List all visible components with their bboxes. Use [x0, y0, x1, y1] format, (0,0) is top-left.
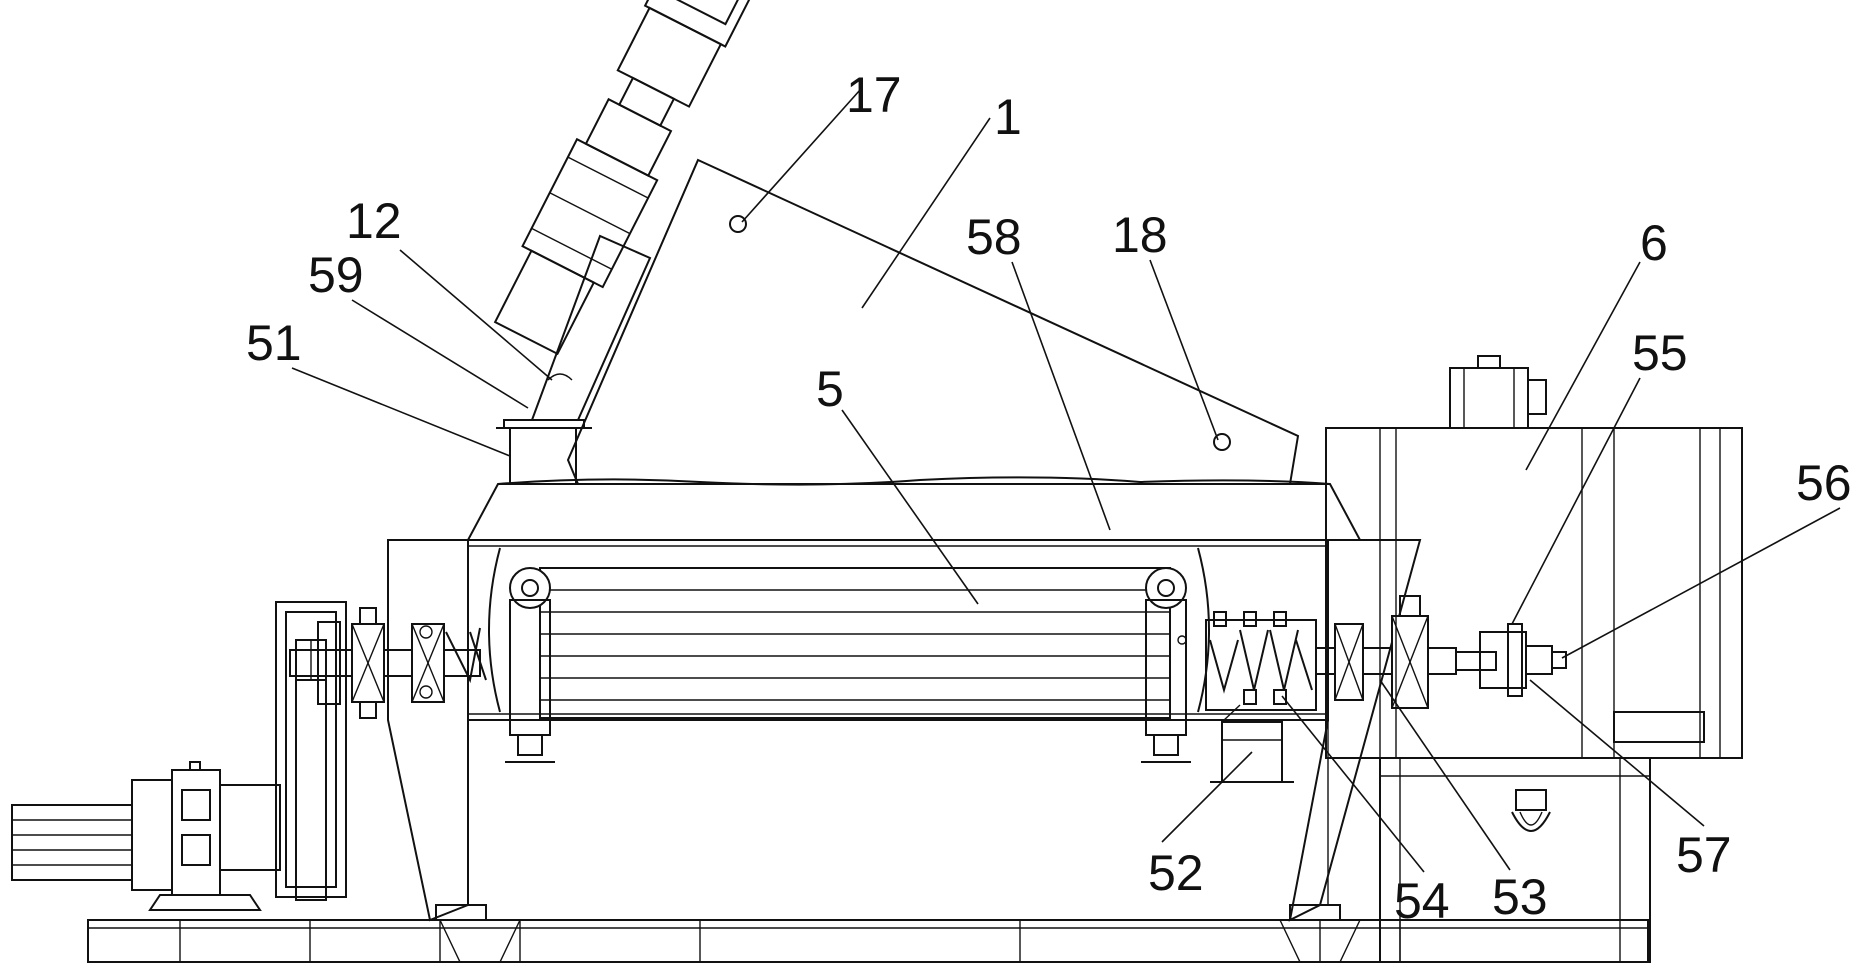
- label-5: 5: [816, 361, 844, 417]
- label-6: 6: [1640, 215, 1668, 271]
- label-53: 53: [1492, 869, 1548, 925]
- label-59: 59: [308, 247, 364, 303]
- control-cabinet: [1325, 355, 1743, 759]
- label-1: 1: [994, 89, 1022, 145]
- drum-bearing-right: [1141, 567, 1191, 763]
- inlet-pipe: [496, 234, 652, 485]
- inclined-motor: [493, 0, 763, 356]
- part-labels: 17 1 12 58 18 6 59 55 51 5 56 52 54 53 5…: [246, 67, 1852, 929]
- drum-bearing-left: [505, 567, 555, 763]
- left-shaft-assembly: [289, 607, 487, 719]
- right-shaft: [1315, 595, 1567, 709]
- label-12: 12: [346, 193, 402, 249]
- label-54: 54: [1394, 873, 1450, 929]
- belt-drive: [275, 601, 347, 901]
- label-56: 56: [1796, 455, 1852, 511]
- feed-hopper: [566, 158, 1300, 485]
- label-17: 17: [846, 67, 902, 123]
- label-52: 52: [1148, 845, 1204, 901]
- screw-flights: [1205, 611, 1317, 711]
- label-57: 57: [1676, 827, 1732, 883]
- label-58: 58: [966, 209, 1022, 265]
- label-51: 51: [246, 315, 302, 371]
- bottom-outlet: [1210, 704, 1294, 783]
- label-55: 55: [1632, 325, 1688, 381]
- trough-housing: [387, 476, 1422, 922]
- label-18: 18: [1112, 207, 1168, 263]
- drive-motor: [11, 761, 281, 911]
- cabinet-stand: [1379, 757, 1651, 963]
- leader-lines: [291, 89, 1841, 873]
